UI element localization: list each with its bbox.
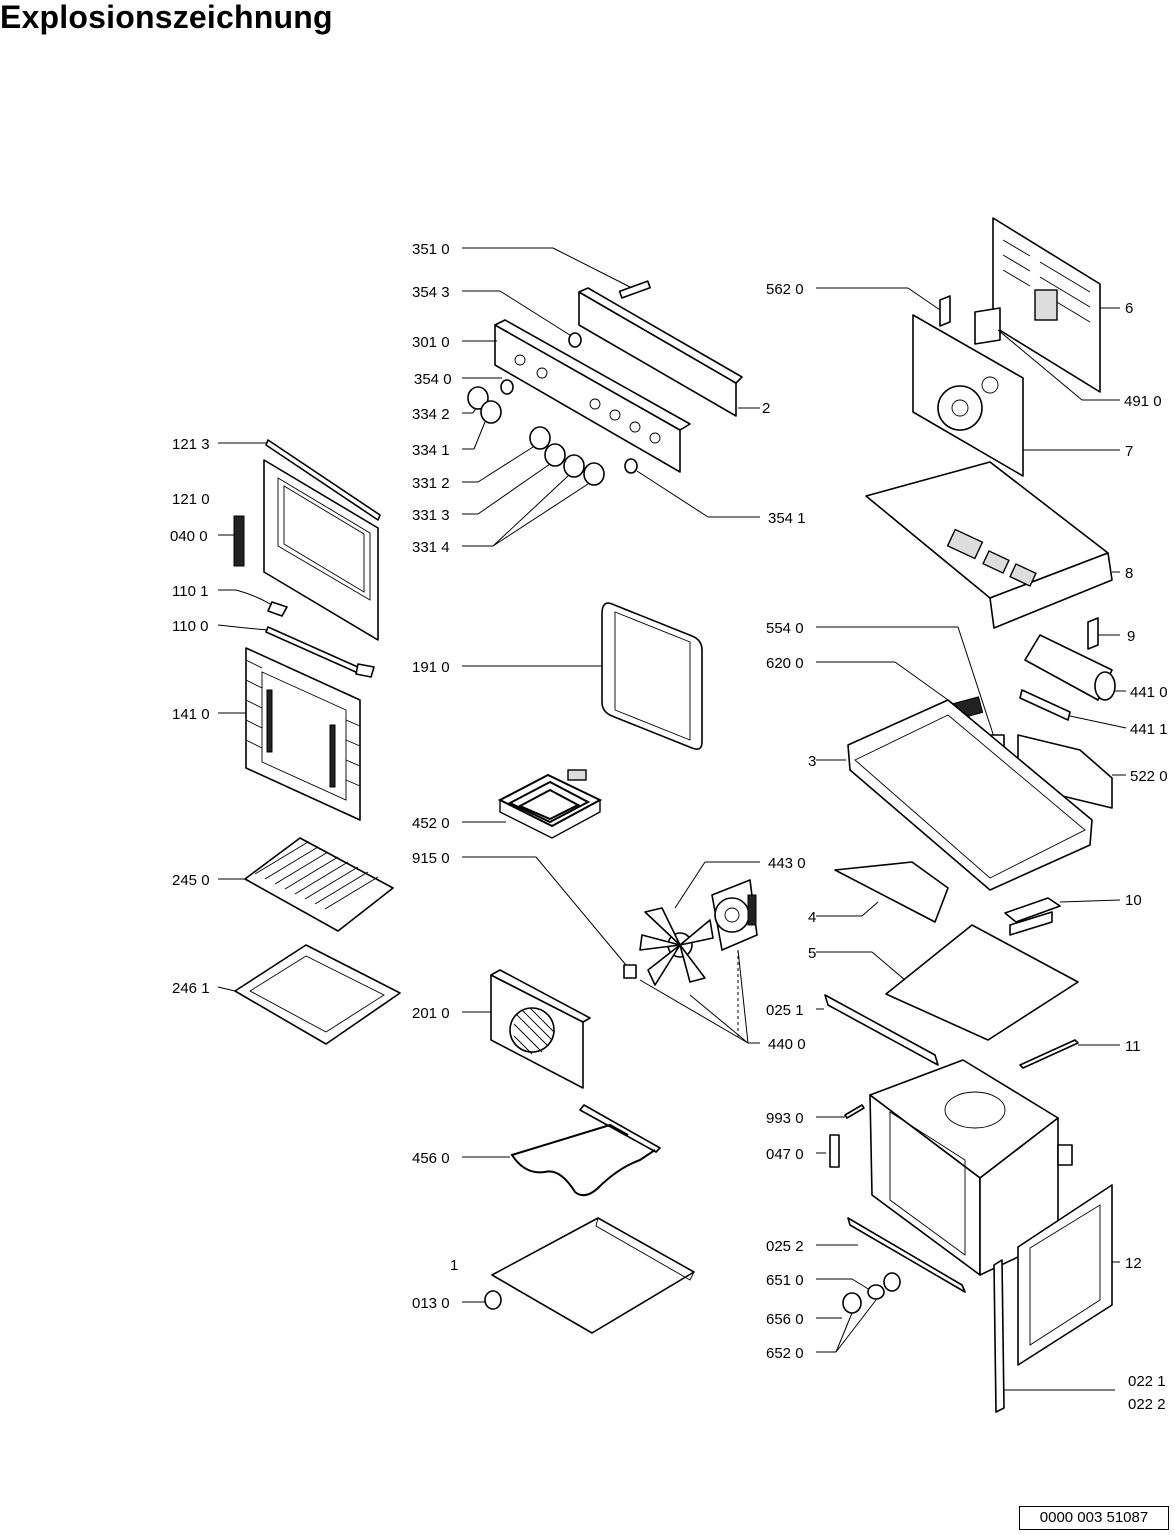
callout-040-0: 040 0 xyxy=(170,528,208,545)
right-parts-group xyxy=(816,217,1127,1413)
document-number: 0000 003 51087 xyxy=(1019,1506,1169,1530)
callout-7: 7 xyxy=(1125,443,1133,460)
callout-110-1: 110 1 xyxy=(172,583,208,600)
callout-354-1: 354 1 xyxy=(768,510,806,527)
callout-351-0: 351 0 xyxy=(412,241,450,258)
callout-915-0: 915 0 xyxy=(412,850,450,867)
callout-562-0: 562 0 xyxy=(766,281,804,298)
callout-334-1: 334 1 xyxy=(412,442,450,459)
callout-1: 1 xyxy=(450,1257,458,1274)
callout-246-1: 246 1 xyxy=(172,980,210,997)
callout-301-0: 301 0 xyxy=(412,334,450,351)
callout-201-0: 201 0 xyxy=(412,1005,450,1022)
callout-656-0: 656 0 xyxy=(766,1311,804,1328)
callout-334-2: 334 2 xyxy=(412,406,450,423)
callout-331-4: 331 4 xyxy=(412,539,450,556)
callout-491-0: 491 0 xyxy=(1124,393,1162,410)
page-title: Explosionszeichnung xyxy=(0,0,333,35)
callout-354-0: 354 0 xyxy=(414,371,452,388)
callout-441-0: 441 0 xyxy=(1130,684,1168,701)
callout-652-0: 652 0 xyxy=(766,1345,804,1362)
callout-141-0: 141 0 xyxy=(172,706,210,723)
callout-10: 10 xyxy=(1125,892,1142,909)
callout-4: 4 xyxy=(808,909,816,926)
door-group xyxy=(217,439,401,1045)
callout-3: 3 xyxy=(808,753,816,770)
callout-9: 9 xyxy=(1127,628,1135,645)
callout-11: 11 xyxy=(1125,1038,1141,1055)
callout-452-0: 452 0 xyxy=(412,815,450,832)
callout-110-0: 110 0 xyxy=(172,618,208,635)
callout-5: 5 xyxy=(808,945,816,962)
callout-522-0: 522 0 xyxy=(1130,768,1168,785)
callout-121-0: 121 0 xyxy=(172,491,210,508)
callout-245-0: 245 0 xyxy=(172,872,210,889)
callout-025-1: 025 1 xyxy=(766,1002,804,1019)
callout-456-0: 456 0 xyxy=(412,1150,450,1167)
control-panel-group xyxy=(462,247,760,547)
callout-6: 6 xyxy=(1125,300,1133,317)
callout-8: 8 xyxy=(1125,565,1133,582)
callout-12: 12 xyxy=(1125,1255,1142,1272)
callout-025-2: 025 2 xyxy=(766,1238,804,1255)
callout-022-1: 022 1 xyxy=(1128,1373,1166,1390)
callout-354-3: 354 3 xyxy=(412,284,450,301)
callout-331-2: 331 2 xyxy=(412,475,450,492)
callout-331-3: 331 3 xyxy=(412,507,450,524)
callout-191-0: 191 0 xyxy=(412,659,450,676)
callout-651-0: 651 0 xyxy=(766,1272,804,1289)
callout-554-0: 554 0 xyxy=(766,620,804,637)
callout-440-0: 440 0 xyxy=(768,1036,806,1053)
callout-443-0: 443 0 xyxy=(768,855,806,872)
callout-labels: 351 0 354 3 301 0 354 0 334 2 334 1 331 … xyxy=(170,241,1168,1413)
callout-013-0: 013 0 xyxy=(412,1295,450,1312)
center-parts-group xyxy=(462,602,760,1334)
callout-993-0: 993 0 xyxy=(766,1110,804,1127)
callout-441-1: 441 1 xyxy=(1130,721,1168,738)
callout-620-0: 620 0 xyxy=(766,655,804,672)
callout-022-2: 022 2 xyxy=(1128,1396,1166,1413)
callout-2: 2 xyxy=(762,400,770,417)
callout-121-3: 121 3 xyxy=(172,436,210,453)
callout-047-0: 047 0 xyxy=(766,1146,804,1163)
